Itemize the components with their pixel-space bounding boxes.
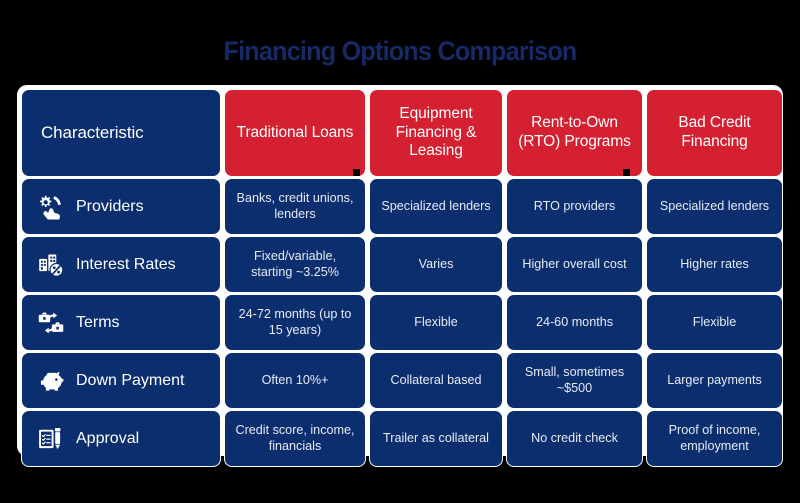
header-label: Bad Credit Financing (678, 114, 751, 150)
piggy-bank-icon (36, 366, 66, 396)
table-header-rent-to-own: Rent-to-Own (RTO) Programs (506, 89, 643, 177)
row-label: Approval (76, 429, 140, 447)
briefcase-exchange-icon (36, 308, 66, 338)
gear-hand-icon (36, 192, 66, 222)
table-cell: Credit score, income, financials (224, 410, 366, 467)
row-label: Down Payment (76, 371, 185, 389)
grid-artifact (353, 169, 360, 176)
table-cell: Banks, credit unions, lenders (224, 178, 366, 235)
clipboard-pen-icon (36, 424, 66, 454)
grid-artifact (623, 169, 630, 176)
table-row: Interest Rates (21, 236, 221, 293)
table-cell: Trailer as collateral (369, 410, 503, 467)
table-cell: Fixed/variable, starting ~3.25% (224, 236, 366, 293)
table-cell: Collateral based (369, 352, 503, 409)
table-cell: Larger payments (646, 352, 783, 409)
comparison-table: Characteristic Traditional Loans Equipme… (21, 89, 783, 467)
comparison-card: Characteristic Traditional Loans Equipme… (17, 85, 783, 467)
table-cell: Flexible (369, 294, 503, 351)
table-cell: 24-72 months (up to 15 years) (224, 294, 366, 351)
table-cell: Small, sometimes ~$500 (506, 352, 643, 409)
table-header-characteristic: Characteristic (21, 89, 221, 177)
table-cell: Specialized lenders (646, 178, 783, 235)
buildings-percent-icon (36, 250, 66, 280)
table-cell: RTO providers (506, 178, 643, 235)
header-label: Characteristic (41, 122, 144, 142)
table-header-equipment-financing: Equipment Financing & Leasing (369, 89, 503, 177)
table-row: Terms (21, 294, 221, 351)
header-label: Rent-to-Own (RTO) Programs (518, 114, 631, 150)
header-label: Traditional Loans (236, 123, 354, 141)
row-label: Interest Rates (76, 255, 176, 273)
table-row: Approval (21, 410, 221, 467)
page-title: Financing Options Comparison (223, 36, 577, 66)
row-label: Terms (76, 313, 120, 331)
table-cell: Proof of income, employment (646, 410, 783, 467)
table-row: Providers (21, 178, 221, 235)
table-cell: Flexible (646, 294, 783, 351)
table-row: Down Payment (21, 352, 221, 409)
table-cell: 24-60 months (506, 294, 643, 351)
table-cell: Often 10%+ (224, 352, 366, 409)
row-label: Providers (76, 197, 144, 215)
table-cell: Higher overall cost (506, 236, 643, 293)
table-cell: No credit check (506, 410, 643, 467)
header-label: Equipment Financing & Leasing (395, 104, 477, 160)
table-cell: Specialized lenders (369, 178, 503, 235)
table-header-traditional-loans: Traditional Loans (224, 89, 366, 177)
table-header-bad-credit: Bad Credit Financing (646, 89, 783, 177)
table-cell: Varies (369, 236, 503, 293)
table-cell: Higher rates (646, 236, 783, 293)
